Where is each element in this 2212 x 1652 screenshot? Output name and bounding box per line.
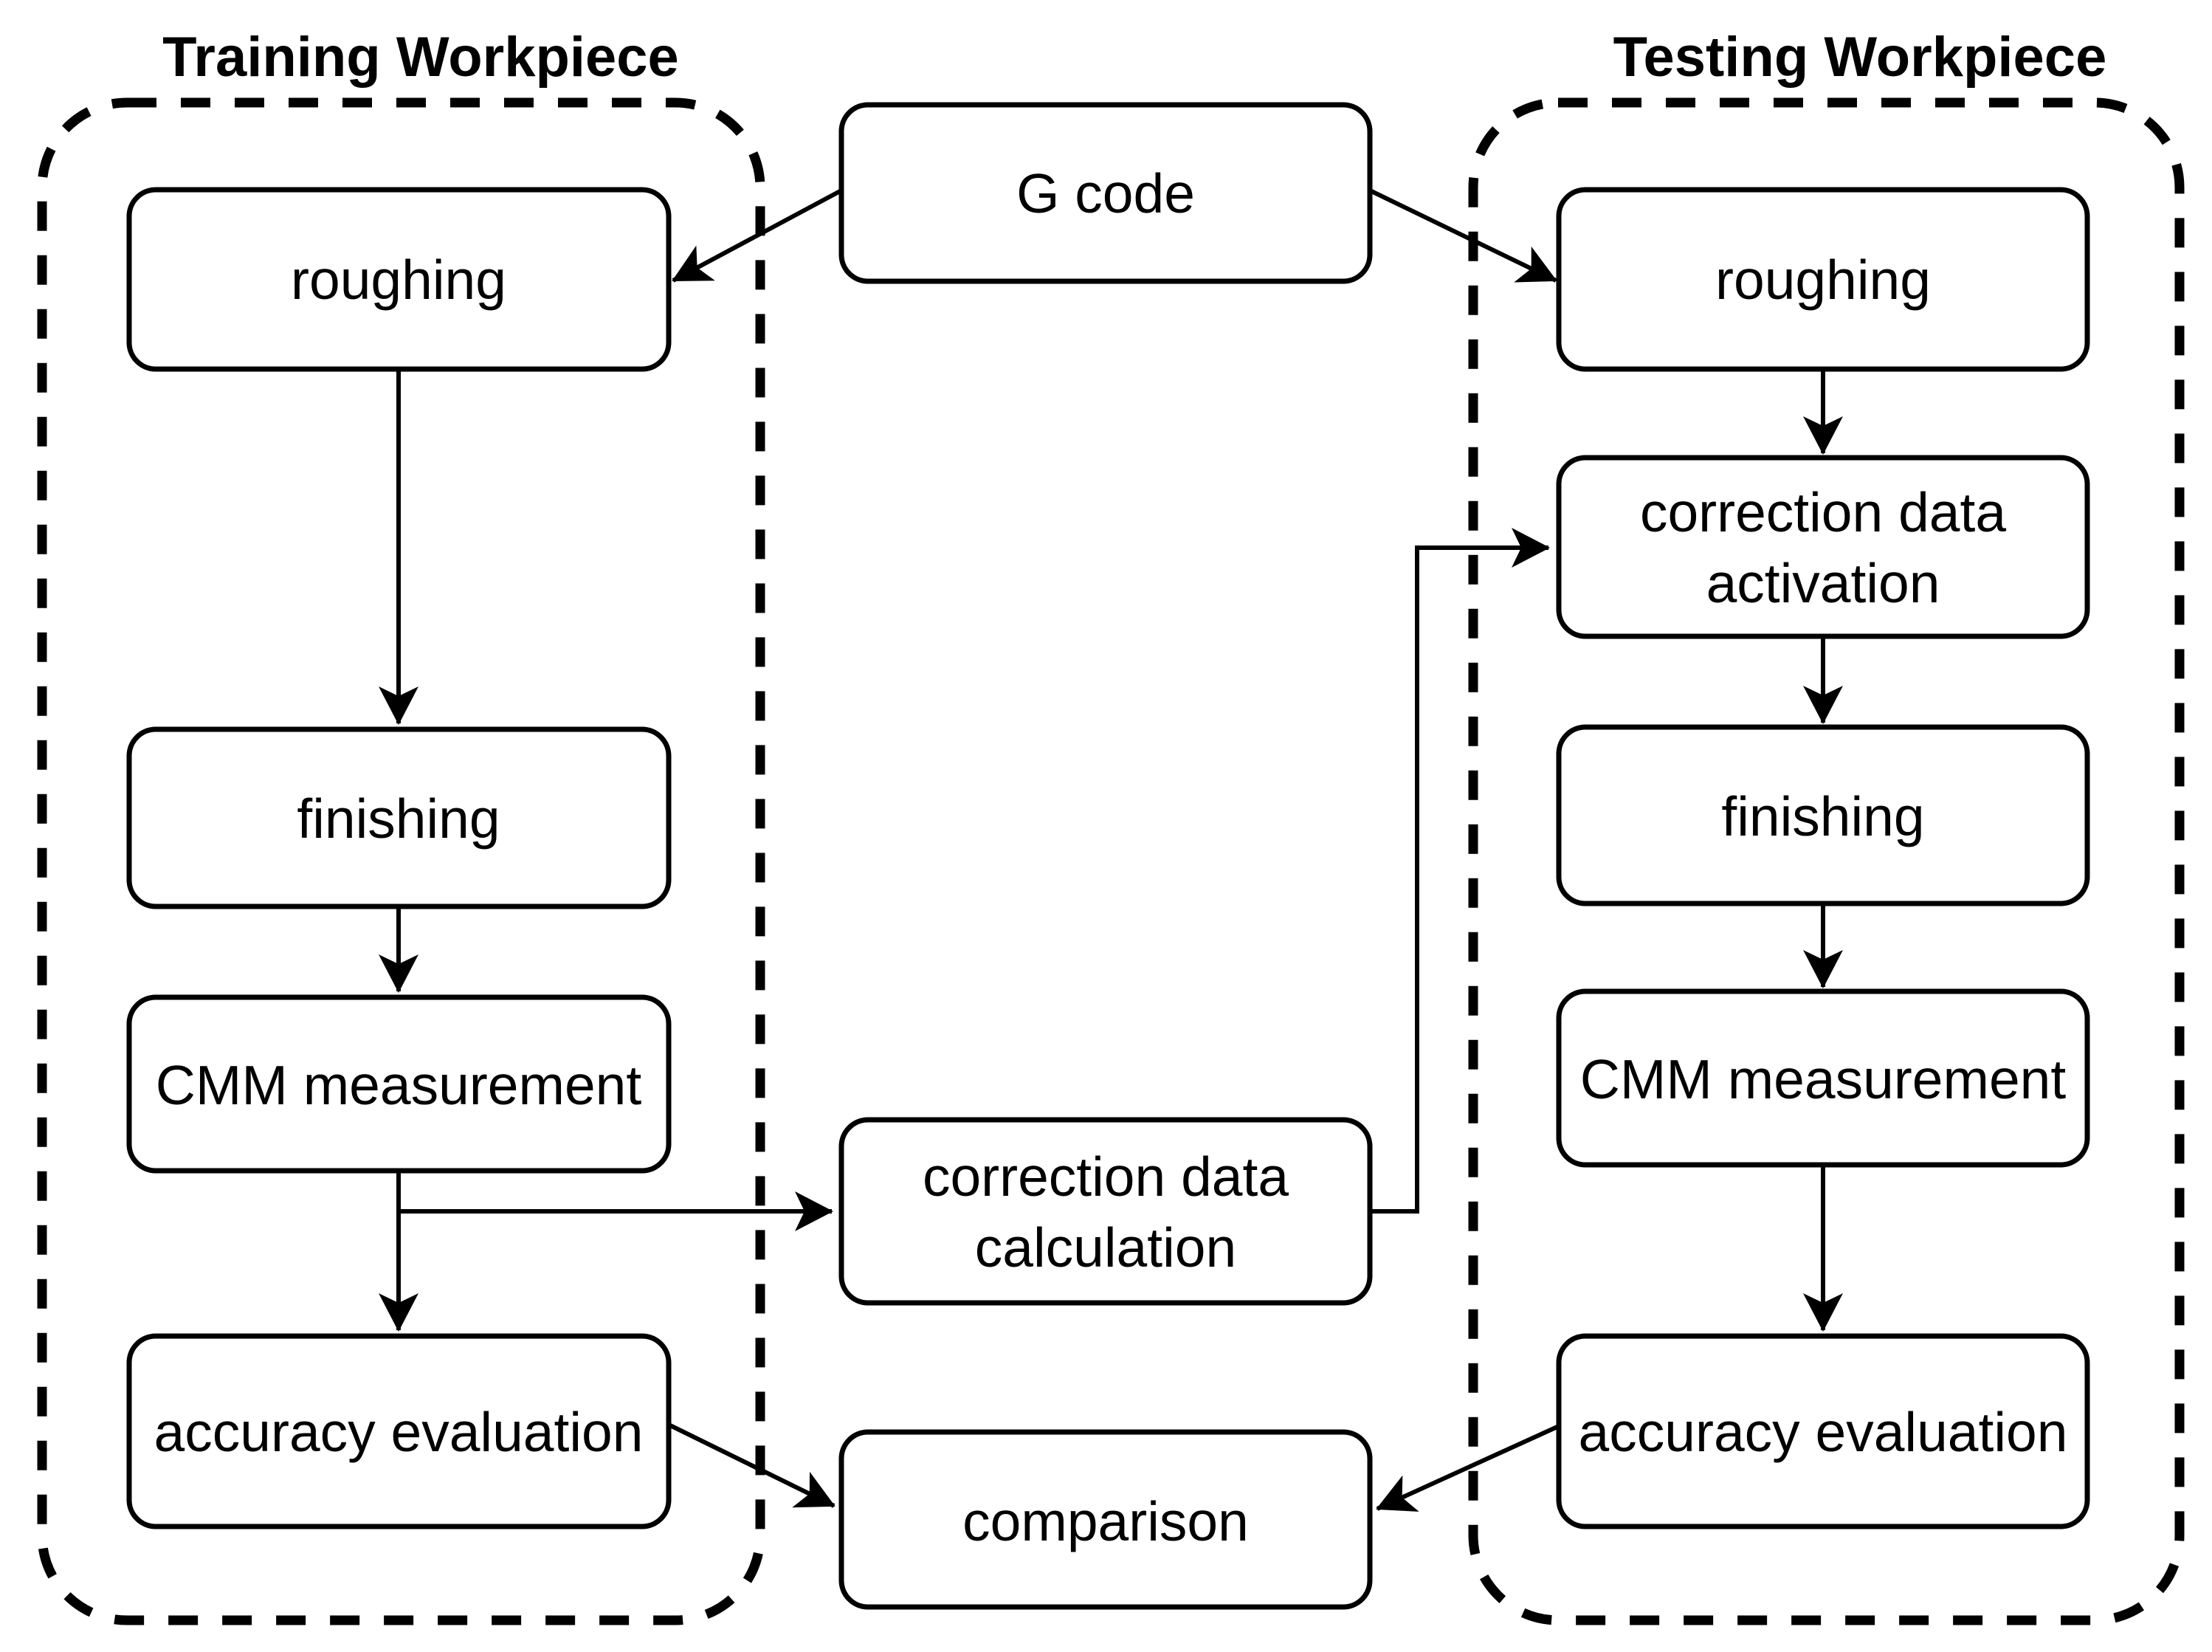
node-testing-finishing: finishing: [1556, 724, 2090, 906]
node-correction-data-activation: correction data activation: [1556, 455, 2090, 639]
node-training-accuracy-evaluation: accuracy evaluation: [126, 1333, 672, 1529]
correction-data-activation-label-line2: activation: [1706, 552, 1940, 614]
testing-roughing-label: roughing: [1715, 249, 1931, 311]
testing-accuracy-evaluation-box: [1556, 1333, 2090, 1529]
node-g-code: G code: [838, 102, 1373, 284]
training-cmm-measurement-box: [126, 994, 672, 1174]
training-roughing-box: [126, 187, 672, 372]
g-code-box: [838, 102, 1373, 284]
correction-data-calculation-label-line2: calculation: [975, 1216, 1236, 1278]
correction-data-activation-box: [1556, 455, 2090, 639]
training-finishing-box: [126, 726, 672, 909]
testing-cmm-measurement-box: [1556, 988, 2090, 1168]
edge-correction-calculation-to-activation: [1370, 528, 1550, 1214]
node-testing-accuracy-evaluation: accuracy evaluation: [1556, 1333, 2090, 1529]
testing-finishing-box: [1556, 724, 2090, 906]
node-training-roughing: roughing: [126, 187, 672, 372]
comparison-label: comparison: [962, 1490, 1249, 1552]
node-correction-data-calculation: correction data calculation: [838, 1117, 1373, 1306]
edge-training-accuracy-to-comparison: [667, 1422, 835, 1508]
training-accuracy-evaluation-label: accuracy evaluation: [154, 1401, 644, 1463]
training-cmm-measurement-label: CMM measurement: [156, 1054, 642, 1116]
testing-workpiece-title: Testing Workpiece: [1613, 26, 2107, 89]
node-testing-roughing: roughing: [1556, 187, 2090, 372]
node-training-finishing: finishing: [126, 726, 672, 909]
testing-cmm-measurement-label: CMM measurement: [1580, 1048, 2067, 1110]
testing-finishing-label: finishing: [1721, 785, 1924, 847]
correction-data-activation-label-line1: correction data: [1640, 481, 2006, 543]
training-workpiece-container: [37, 97, 765, 1625]
correction-data-calculation-label-line1: correction data: [923, 1146, 1289, 1208]
node-training-cmm-measurement: CMM measurement: [126, 994, 672, 1174]
training-finishing-label: finishing: [297, 788, 500, 850]
training-workpiece-title: Training Workpiece: [162, 26, 679, 89]
training-roughing-label: roughing: [291, 249, 506, 311]
edges: [379, 188, 1843, 1512]
testing-roughing-box: [1556, 187, 2090, 372]
testing-accuracy-evaluation-label: accuracy evaluation: [1579, 1401, 2068, 1463]
training-accuracy-evaluation-box: [126, 1333, 672, 1529]
correction-data-calculation-box: [838, 1117, 1373, 1306]
g-code-label: G code: [1016, 162, 1195, 224]
edge-testing-accuracy-to-comparison: [1376, 1424, 1560, 1512]
edge-gcode-to-training-roughing: [672, 188, 843, 283]
node-testing-cmm-measurement: CMM measurement: [1556, 988, 2090, 1168]
node-comparison: comparison: [838, 1429, 1373, 1610]
comparison-box: [838, 1429, 1373, 1610]
edge-gcode-to-testing-roughing: [1368, 188, 1557, 283]
